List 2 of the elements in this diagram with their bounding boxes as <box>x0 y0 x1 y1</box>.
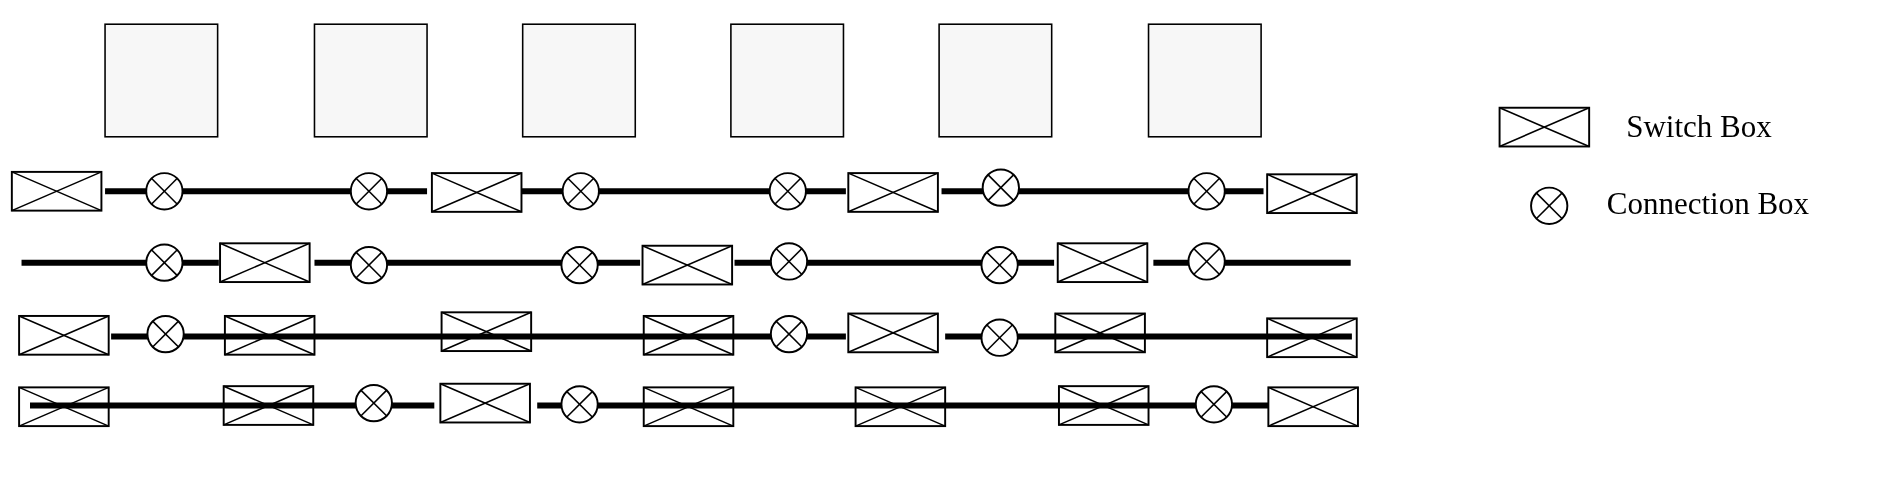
legend-label: Connection Box <box>1606 187 1810 219</box>
legend-label: Switch Box <box>1626 111 1772 143</box>
